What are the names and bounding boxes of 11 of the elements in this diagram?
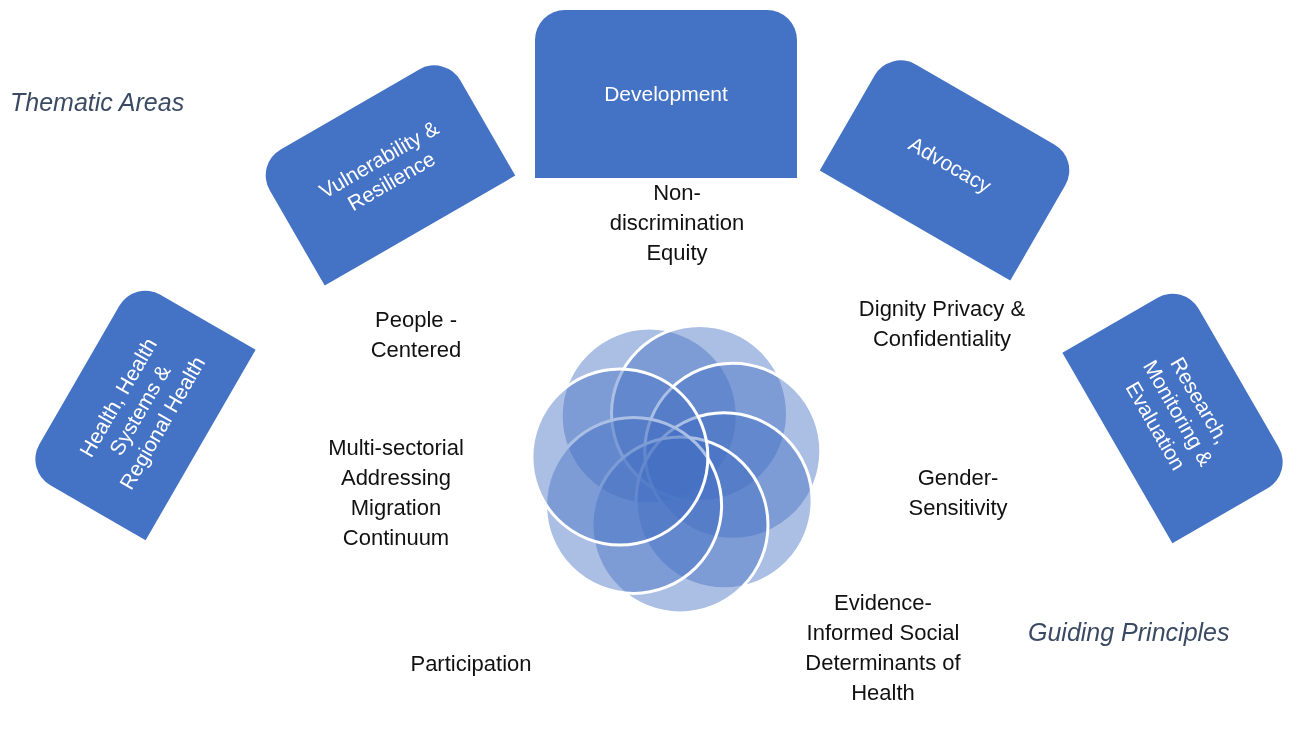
principle-label: Participation	[409, 650, 533, 678]
principle-label: People - Centered	[369, 306, 463, 364]
principle-label: Multi-sectorial Addressing Migration Continuum	[327, 434, 465, 552]
principle-label: Dignity Privacy & Confidentiality	[857, 295, 1027, 353]
principle-label: Evidence- Informed Social Determinants of Health	[804, 589, 962, 707]
section-heading: Thematic Areas	[10, 88, 185, 117]
principle-label: Gender- Sensitivity	[907, 464, 1009, 522]
thematic-area-box	[535, 10, 797, 178]
section-heading: Guiding Principles	[1028, 618, 1230, 647]
area-title: Development	[604, 81, 728, 107]
principle-label: Non- discrimination Equity	[608, 179, 746, 267]
